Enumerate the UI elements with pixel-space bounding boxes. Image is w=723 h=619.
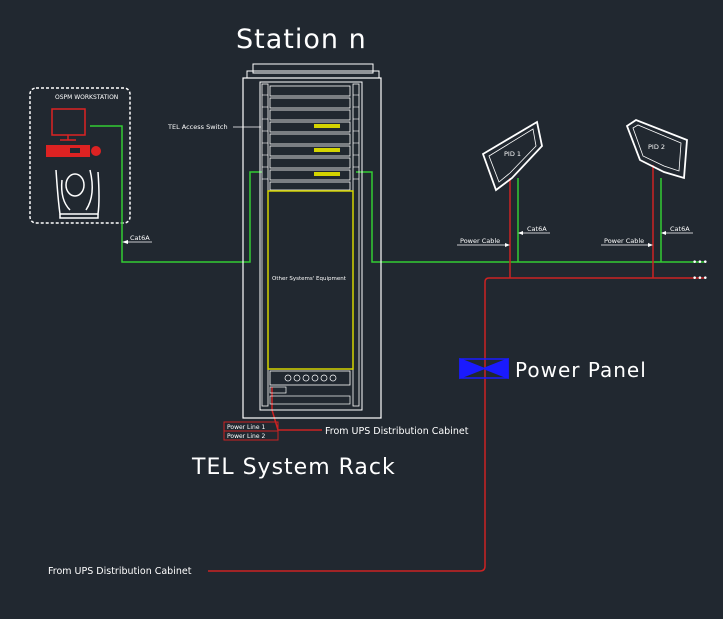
other-equipment-label: Other Systems' Equipment bbox=[272, 276, 347, 282]
pid1-label: PID 1 bbox=[504, 150, 521, 158]
access-switch-2 bbox=[314, 148, 340, 152]
monitor-icon bbox=[51, 108, 86, 136]
cable-label-pid1: Cat6A bbox=[527, 225, 547, 233]
keyboard-icon bbox=[46, 145, 90, 157]
rack-power-feed bbox=[271, 387, 322, 431]
mouse-icon bbox=[91, 146, 101, 156]
power-line-1-label: Power Line 1 bbox=[227, 424, 265, 431]
ups-feed-cable bbox=[208, 277, 704, 572]
access-switch-label: TEL Access Switch bbox=[167, 123, 228, 131]
cable-label-pid2: Cat6A bbox=[670, 225, 690, 233]
power-cable-label-1: Power Cable bbox=[460, 237, 500, 245]
power-panel bbox=[459, 357, 509, 380]
workstation-network-cable bbox=[90, 125, 262, 263]
pid-1: PID 1 bbox=[481, 120, 543, 192]
workstation-label: OSPM WORKSTATION bbox=[55, 94, 118, 101]
pid-2: PID 2 bbox=[625, 118, 688, 180]
power-continuation: ••• bbox=[692, 274, 708, 284]
tel-system-rack: Other Systems' Equipment bbox=[242, 63, 382, 419]
power-panel-label: Power Panel bbox=[515, 358, 647, 382]
operator-icon bbox=[55, 169, 100, 219]
station-title: Station n bbox=[236, 24, 367, 55]
from-ups-bottom-label: From UPS Distribution Cabinet bbox=[48, 566, 192, 577]
pdu-unit bbox=[269, 370, 351, 386]
other-systems-zone bbox=[267, 190, 354, 370]
power-cables bbox=[208, 165, 704, 572]
network-continuation: ••• bbox=[692, 258, 708, 268]
rack-network-trunk bbox=[356, 171, 704, 263]
ospm-workstation: OSPM WORKSTATION bbox=[29, 87, 131, 224]
from-ups-rack-label: From UPS Distribution Cabinet bbox=[325, 426, 469, 437]
rack-caption: TEL System Rack bbox=[191, 455, 396, 480]
cable-label-ws: Cat6A bbox=[130, 234, 150, 242]
pid2-label: PID 2 bbox=[648, 143, 665, 151]
network-cables bbox=[90, 125, 704, 263]
access-switch-1 bbox=[314, 124, 340, 128]
power-cable-label-2: Power Cable bbox=[604, 237, 644, 245]
access-switch-3 bbox=[314, 172, 340, 176]
power-line-2-label: Power Line 2 bbox=[227, 433, 265, 440]
